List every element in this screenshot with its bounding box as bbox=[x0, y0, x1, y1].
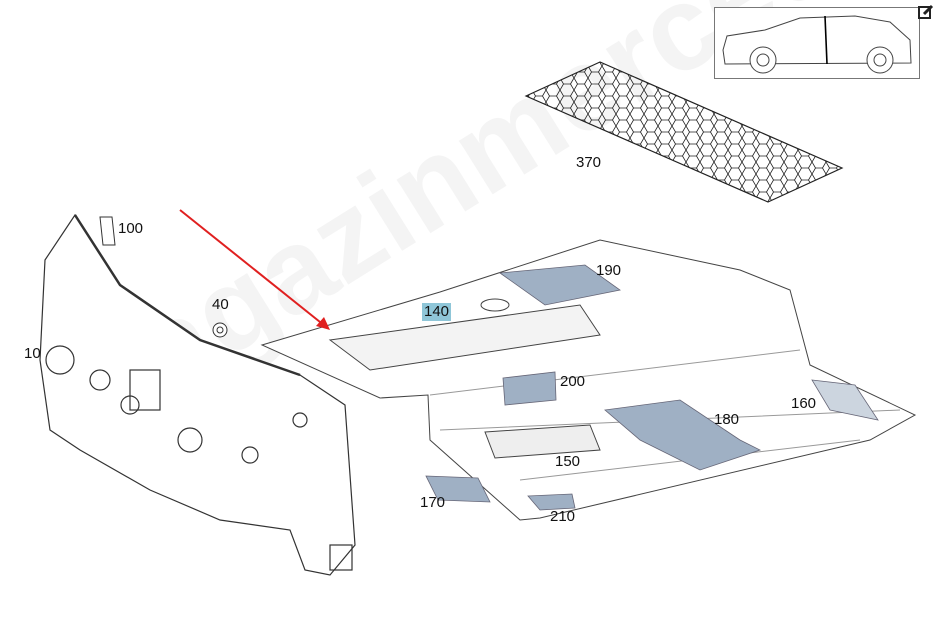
pointer-arrow bbox=[179, 209, 330, 330]
part-160-pad bbox=[811, 379, 879, 421]
callout-170[interactable]: 170 bbox=[420, 494, 446, 511]
edit-icon[interactable] bbox=[918, 4, 934, 20]
callout-150[interactable]: 150 bbox=[555, 453, 581, 470]
callout-190[interactable]: 190 bbox=[596, 262, 622, 279]
part-370-mat bbox=[524, 61, 844, 203]
vehicle-thumbnail[interactable] bbox=[714, 7, 920, 79]
callout-200[interactable]: 200 bbox=[560, 373, 586, 390]
callout-370[interactable]: 370 bbox=[576, 154, 602, 171]
part-40-grommet bbox=[212, 322, 228, 338]
part-170-pad bbox=[425, 475, 491, 503]
part-10-firewall bbox=[39, 213, 356, 576]
callout-40[interactable]: 40 bbox=[212, 296, 229, 313]
callout-160[interactable]: 160 bbox=[791, 395, 817, 412]
part-210-pad bbox=[527, 493, 576, 511]
callout-210[interactable]: 210 bbox=[550, 508, 576, 525]
part-190-pad bbox=[498, 264, 621, 306]
callout-10[interactable]: 10 bbox=[24, 345, 41, 362]
part-100-pad bbox=[99, 216, 116, 246]
part-200-pad bbox=[502, 371, 557, 406]
callout-180[interactable]: 180 bbox=[714, 411, 740, 428]
part-180-pad bbox=[604, 399, 762, 471]
callout-100[interactable]: 100 bbox=[118, 220, 144, 237]
car-side-view-icon bbox=[722, 15, 912, 74]
callout-140[interactable]: 140 bbox=[422, 303, 452, 321]
